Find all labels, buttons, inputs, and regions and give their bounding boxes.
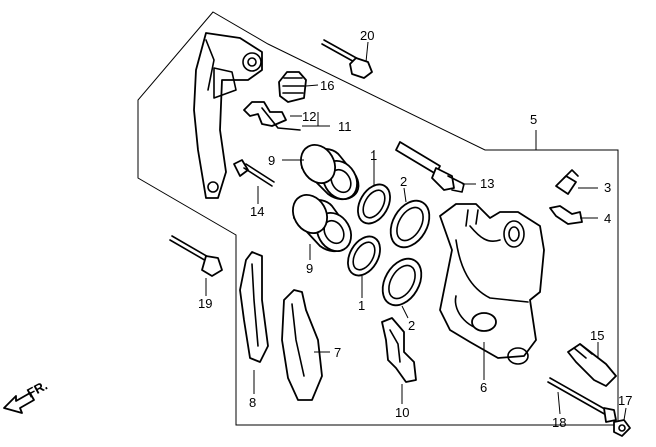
callout-1-lower: 1 (358, 298, 365, 313)
callout-15: 15 (590, 328, 604, 343)
caliper-bracket (193, 32, 263, 199)
piston-part-9-lower (292, 194, 352, 253)
cap-part-4 (549, 205, 583, 225)
seal-part-1-top (357, 183, 391, 225)
callout-3: 3 (604, 180, 611, 195)
brake-pad-part-7 (281, 289, 323, 401)
callout-16: 16 (320, 78, 334, 93)
callout-2-lower: 2 (408, 318, 415, 333)
boot-part-16 (278, 71, 307, 103)
piston-part-9-top (300, 144, 360, 201)
callout-9-lower: 9 (306, 261, 313, 276)
callout-14: 14 (250, 204, 264, 219)
callout-1-top: 1 (370, 148, 377, 163)
assembly-boundary (137, 11, 619, 426)
callout-11: 11 (338, 119, 352, 134)
seal-part-1-lower (347, 235, 381, 277)
callout-6: 6 (480, 380, 487, 395)
callout-2-top: 2 (400, 174, 407, 189)
front-direction-indicator: FR. (3, 378, 50, 414)
callout-10: 10 (395, 405, 409, 420)
leader-lines (205, 41, 627, 421)
callout-8: 8 (249, 395, 256, 410)
callout-7: 7 (334, 345, 341, 360)
callout-20: 20 (360, 28, 374, 43)
callout-17: 17 (618, 393, 632, 408)
callout-9-top: 9 (268, 153, 275, 168)
pin-part-18 (547, 377, 617, 423)
seal-part-2-lower (381, 257, 423, 307)
caliper-body-part-6 (439, 203, 545, 365)
callout-4: 4 (604, 211, 611, 226)
slide-pin-part-13 (395, 141, 465, 193)
bolt-part-14 (233, 159, 275, 187)
nut-part-17 (613, 419, 631, 437)
pad-spring-part-11-12 (243, 101, 301, 131)
retainer-part-10 (381, 317, 417, 383)
bolt-part-19 (169, 235, 223, 277)
callout-19: 19 (198, 296, 212, 311)
callout-labels: 20 16 12 11 5 9 1 2 13 3 4 14 9 1 2 19 7… (198, 28, 632, 430)
callout-13: 13 (480, 176, 494, 191)
callout-18: 18 (552, 415, 566, 430)
bleeder-part-3 (555, 169, 579, 195)
seal-part-2-top (389, 199, 431, 249)
bolt-part-20 (321, 39, 373, 79)
callout-12: 12 (302, 109, 316, 124)
brake-pad-part-8 (239, 251, 269, 363)
callout-5: 5 (530, 112, 537, 127)
front-arrow-icon (3, 392, 35, 414)
slide-pin-part-15 (567, 343, 617, 387)
